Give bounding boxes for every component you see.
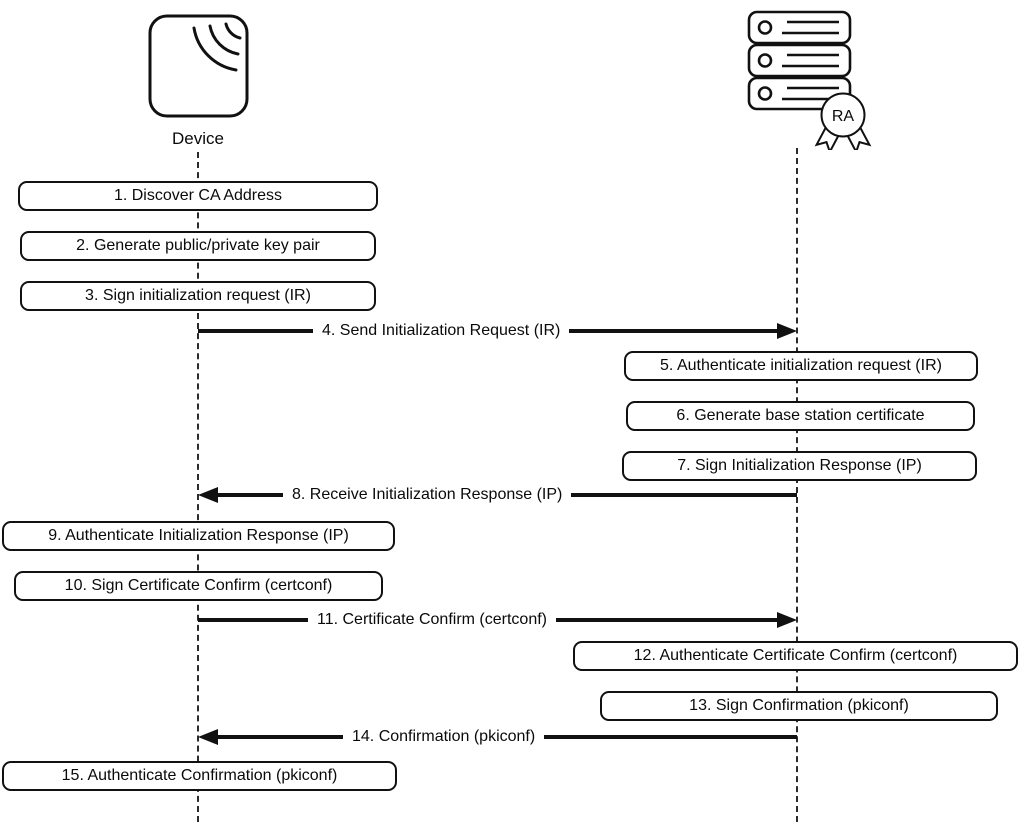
arrowhead-left-icon: [198, 487, 218, 503]
step-13-box: 13. Sign Confirmation (pkiconf): [600, 691, 998, 721]
step-3-box: 3. Sign initialization request (IR): [20, 281, 376, 311]
step-15-box: 15. Authenticate Confirmation (pkiconf): [2, 761, 397, 791]
message-4-label: 4. Send Initialization Request (IR): [313, 322, 570, 340]
arrowhead-right-icon: [777, 612, 797, 628]
step-6-box: 6. Generate base station certificate: [626, 401, 975, 431]
message-11-label: 11. Certificate Confirm (certconf): [308, 611, 556, 629]
step-1-box: 1. Discover CA Address: [18, 181, 378, 211]
step-9-box: 9. Authenticate Initialization Response …: [2, 521, 395, 551]
message-arrow-14: 14. Confirmation (pkiconf): [198, 727, 797, 747]
step-10-box: 10. Sign Certificate Confirm (certconf): [14, 571, 383, 601]
wireless-device-icon: [148, 14, 249, 118]
message-arrow-4: 4. Send Initialization Request (IR): [198, 321, 797, 341]
arrowhead-right-icon: [777, 323, 797, 339]
message-arrow-8: 8. Receive Initialization Response (IP): [198, 485, 797, 505]
lifeline-ra: [796, 148, 798, 822]
message-8-label: 8. Receive Initialization Response (IP): [283, 486, 572, 504]
step-7-box: 7. Sign Initialization Response (IP): [622, 451, 977, 481]
step-12-box: 12. Authenticate Certificate Confirm (ce…: [573, 641, 1018, 671]
ra-badge-label: RA: [832, 108, 855, 125]
ra-badge: RA: [814, 92, 872, 150]
step-2-box: 2. Generate public/private key pair: [20, 231, 376, 261]
message-14-label: 14. Confirmation (pkiconf): [343, 728, 545, 746]
message-arrow-11: 11. Certificate Confirm (certconf): [198, 610, 797, 630]
step-5-box: 5. Authenticate initialization request (…: [624, 351, 978, 381]
actor-device-label: Device: [172, 129, 224, 148]
server-stack-icon: RA: [747, 10, 872, 150]
arrowhead-left-icon: [198, 729, 218, 745]
server-unit: [747, 10, 852, 111]
